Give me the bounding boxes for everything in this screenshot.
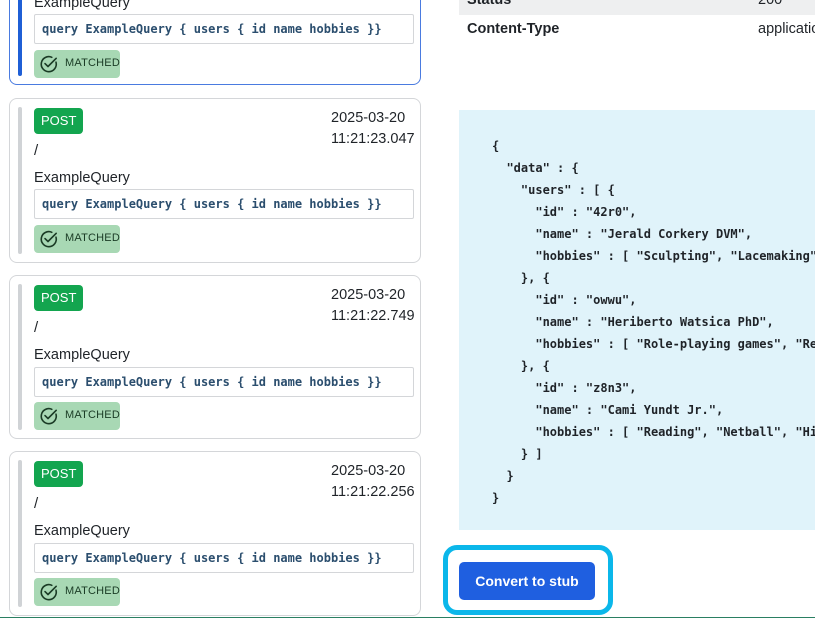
operation-name: ExampleQuery — [34, 523, 130, 539]
header-key: Status — [467, 0, 512, 8]
match-status-badge: MATCHED — [34, 402, 120, 430]
query-text: query ExampleQuery { users { id name hob… — [34, 367, 414, 397]
header-row: Content-Type application/json — [459, 15, 815, 44]
operation-name: ExampleQuery — [34, 347, 130, 363]
request-card-selected[interactable]: ExampleQuery query ExampleQuery { users … — [9, 0, 421, 85]
check-circle-icon — [40, 55, 58, 73]
request-date: 2025-03-20 — [331, 110, 406, 126]
request-timestamp: 2025-03-20 11:21:23.047 — [331, 108, 415, 150]
header-value: 200 — [758, 0, 783, 8]
request-date: 2025-03-20 — [331, 287, 406, 303]
request-card[interactable]: POST 2025-03-20 11:21:22.749 / ExampleQu… — [9, 275, 421, 439]
method-badge: POST — [34, 461, 84, 487]
response-body-panel: { "data" : { "users" : [ { "id" : "42r0"… — [459, 110, 815, 530]
query-text: query ExampleQuery { users { id name hob… — [34, 14, 414, 44]
match-status-badge: MATCHED — [34, 50, 120, 78]
convert-button-focus-ring — [443, 545, 613, 615]
match-status-label: MATCHED — [65, 585, 120, 597]
card-accent-bar — [18, 107, 22, 254]
operation-name: ExampleQuery — [34, 0, 130, 11]
match-status-badge: MATCHED — [34, 225, 120, 253]
card-accent-bar — [18, 460, 22, 607]
request-timestamp: 2025-03-20 11:21:22.749 — [331, 285, 415, 327]
request-card[interactable]: POST 2025-03-20 11:21:23.047 / ExampleQu… — [9, 98, 421, 263]
response-body-json: { "data" : { "users" : [ { "id" : "42r0"… — [492, 139, 815, 505]
request-time: 11:21:23.047 — [331, 131, 415, 147]
method-badge: POST — [34, 285, 84, 311]
request-time: 11:21:22.749 — [331, 308, 415, 324]
request-time: 11:21:22.256 — [331, 484, 415, 500]
match-status-label: MATCHED — [65, 232, 120, 244]
match-status-badge: MATCHED — [34, 578, 120, 606]
header-value: application/json — [758, 21, 815, 37]
match-status-label: MATCHED — [65, 57, 120, 69]
selected-accent-bar — [18, 0, 22, 76]
request-path: / — [34, 142, 39, 159]
convert-to-stub-button[interactable]: Convert to stub — [459, 562, 595, 600]
method-badge: POST — [34, 108, 84, 134]
check-circle-icon — [40, 230, 58, 248]
header-row: Status 200 — [459, 0, 815, 15]
request-path: / — [34, 319, 39, 336]
request-card[interactable]: POST 2025-03-20 11:21:22.256 / ExampleQu… — [9, 451, 421, 616]
header-key: Content-Type — [467, 21, 560, 37]
check-circle-icon — [40, 407, 58, 425]
response-headers-table: Status 200 Content-Type application/json — [459, 0, 815, 44]
request-date: 2025-03-20 — [331, 463, 406, 479]
match-status-label: MATCHED — [65, 409, 120, 421]
query-text: query ExampleQuery { users { id name hob… — [34, 543, 414, 573]
card-accent-bar — [18, 284, 22, 430]
operation-name: ExampleQuery — [34, 170, 130, 186]
query-text: query ExampleQuery { users { id name hob… — [34, 189, 414, 219]
request-timestamp: 2025-03-20 11:21:22.256 — [331, 461, 415, 503]
check-circle-icon — [40, 583, 58, 601]
request-path: / — [34, 495, 39, 512]
